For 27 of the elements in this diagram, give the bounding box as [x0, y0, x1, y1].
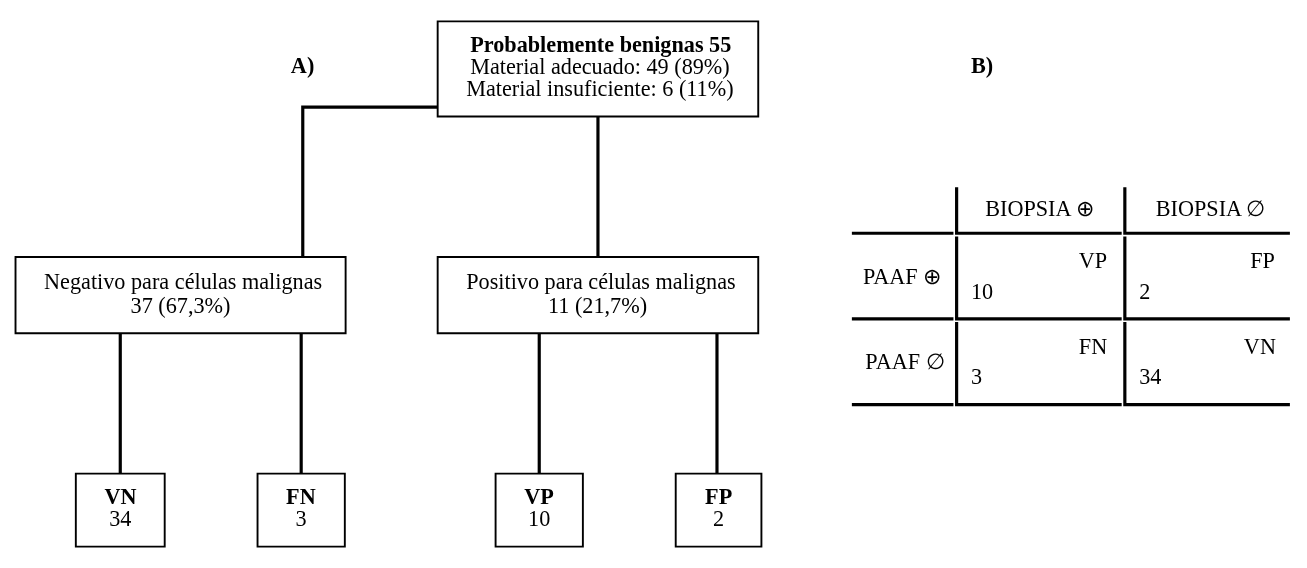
connector: [715, 333, 719, 474]
node-box: VN 34: [74, 472, 166, 548]
label: VN: [1243, 334, 1276, 360]
connector: [596, 116, 600, 257]
label: B): [970, 53, 994, 79]
node-box: VP 10: [494, 472, 584, 548]
node-box: Negativo para células malignas 37 (67,3%): [14, 256, 347, 335]
connector: [299, 333, 303, 474]
label: PAAF ∅: [865, 349, 945, 375]
label: FP: [1250, 248, 1275, 274]
node-box: FP 2: [674, 472, 763, 548]
label: PAAF ⊕: [862, 263, 942, 289]
node-box: Probablemente benignas 55 Material adecuado: 49 (89%) Material insuficiente: 6 (11%): [436, 20, 760, 118]
label: VP: [1078, 248, 1108, 274]
label: A): [290, 53, 315, 79]
node-box: FN 3: [256, 472, 346, 548]
label: 10: [970, 278, 994, 304]
node-box: Positivo para células malignas 11 (21,7%): [436, 256, 760, 335]
label: BIOPSIA ∅: [1155, 196, 1266, 222]
connector: [537, 333, 541, 474]
label: BIOPSIA ⊕: [985, 196, 1094, 222]
connector: [301, 105, 438, 257]
label: 2: [1139, 278, 1151, 304]
label: 34: [1139, 364, 1162, 390]
connector: [118, 333, 122, 474]
label: 3: [970, 364, 983, 390]
label: FN: [1078, 334, 1108, 360]
